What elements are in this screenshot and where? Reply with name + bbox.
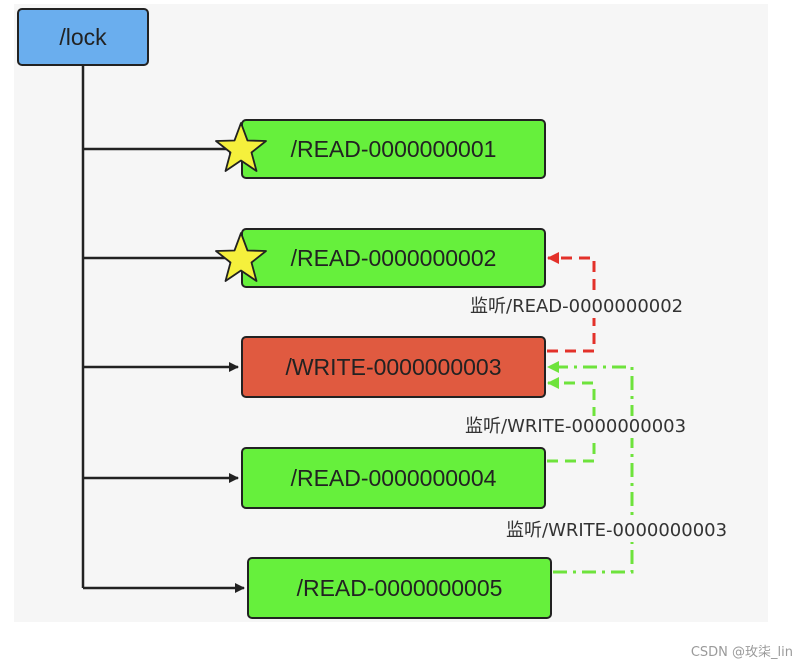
star-icon bbox=[215, 122, 267, 172]
root-node-label: /lock bbox=[59, 23, 107, 50]
node-write-3: /WRITE-0000000003 bbox=[241, 336, 546, 398]
star-icon bbox=[215, 232, 267, 282]
watch-label-read2: 监听/READ-0000000002 bbox=[470, 296, 684, 318]
node-label: /WRITE-0000000003 bbox=[285, 353, 502, 380]
root-node-lock: /lock bbox=[17, 8, 149, 66]
watch-label-write3-from-read5: 监听/WRITE-0000000003 bbox=[506, 520, 728, 542]
node-label: /READ-0000000005 bbox=[296, 574, 503, 601]
node-label: /READ-0000000001 bbox=[290, 135, 497, 162]
watch-link-read4-to-write3 bbox=[547, 377, 596, 463]
node-read-4: /READ-0000000004 bbox=[241, 447, 546, 509]
node-label: /READ-0000000004 bbox=[290, 464, 497, 491]
node-label: /READ-0000000002 bbox=[290, 244, 497, 271]
watch-label-write3-from-read4: 监听/WRITE-0000000003 bbox=[465, 416, 687, 438]
watermark: CSDN @玫柒_lin bbox=[690, 645, 793, 660]
node-read-1: /READ-0000000001 bbox=[241, 119, 546, 179]
node-read-2: /READ-0000000002 bbox=[241, 228, 546, 288]
node-read-5: /READ-0000000005 bbox=[247, 557, 552, 619]
watch-link-read5-to-write3 bbox=[547, 361, 634, 574]
